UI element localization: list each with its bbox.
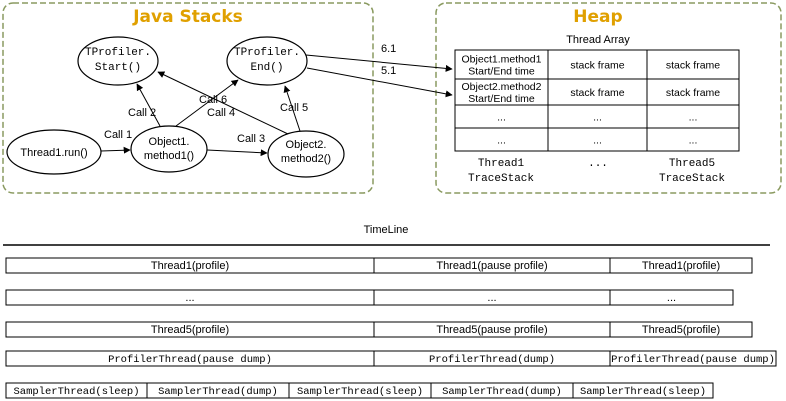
timeline-segment-label: Thread1(profile) [642, 260, 720, 272]
node-object2-method2: Object2. method2() [267, 130, 345, 178]
timeline-rows: Thread1(profile) Thread1(pause profile) Th… [5, 257, 777, 399]
arrow-call6 [175, 79, 239, 127]
timeline-segment-label: ProfilerThread(pause dump) [611, 354, 775, 366]
label-call1: Call 1 [104, 129, 132, 141]
timeline-segment-label: ... [487, 292, 496, 304]
node-tprofiler-end-line1: TProfiler. [234, 47, 300, 59]
thread-array-cell [547, 78, 648, 106]
thread-array-cell [646, 78, 740, 106]
label-call4: Call 4 [207, 107, 235, 119]
timeline-label: TimeLine [364, 224, 409, 236]
node-tprofiler-end: TProfiler. End() [226, 36, 308, 86]
timeline-segment-label: Thread1(profile) [151, 260, 229, 272]
node-object2-line2: method2() [281, 153, 331, 165]
timeline-segment [609, 321, 753, 338]
node-tprofiler-start-line2: Start() [95, 62, 141, 74]
heap-title: Heap [573, 7, 622, 27]
thread-array-cell-text: Start/End time [468, 66, 535, 78]
thread-array-caption: Thread Array [566, 34, 630, 46]
node-object1-line1: Object1. [149, 136, 190, 148]
label-5-1: 5.1 [381, 65, 396, 77]
arrow-call5 [283, 85, 301, 132]
thread-array-cell [547, 49, 648, 80]
timeline-segment [609, 257, 753, 274]
thread-array-cell-text: ... [497, 135, 506, 147]
timeline-segment-label: ... [185, 292, 194, 304]
label-call6: Call 6 [199, 94, 227, 106]
thread-array-cell-text: stack frame [666, 87, 720, 99]
timeline-segment-label: Thread5(pause profile) [436, 324, 547, 336]
timeline-segment-label: ... [667, 292, 676, 304]
thread-array-cell [454, 78, 549, 106]
timeline-segment-label: ProfilerThread(pause dump) [108, 354, 272, 366]
call-labels: Call 1 Call 2 Call 6 Call 4 Call 5 Call … [104, 43, 396, 145]
node-tprofiler-end-line2: End() [250, 62, 283, 74]
footer-thread5: Thread5 [669, 158, 715, 170]
label-call3: Call 3 [237, 133, 265, 145]
thread-array-footer: Thread1 TraceStack ... Thread5 TraceStac… [468, 158, 725, 185]
arrow-call1 [100, 146, 131, 154]
thread-array-cell-text: Object1.method1 [462, 54, 542, 66]
timeline-segment-label: Thread1(pause profile) [436, 260, 547, 272]
node-thread1-run: Thread1.run() [6, 129, 102, 175]
timeline-segment-label: SamplerThread(sleep) [297, 386, 423, 398]
footer-thread1-tracestack: TraceStack [468, 173, 534, 185]
timeline-segment [609, 289, 734, 306]
timeline-segment-label: SamplerThread(dump) [158, 386, 278, 398]
thread-array-cell-text: stack frame [570, 87, 624, 99]
thread-array-cell-text: ... [689, 135, 698, 147]
node-thread1-run-label: Thread1.run() [20, 147, 87, 159]
thread-array-cell-text: stack frame [570, 60, 624, 72]
timeline-segment-label: Thread5(profile) [642, 324, 720, 336]
thread-array-cell-text: stack frame [666, 60, 720, 72]
java-stacks-title: Java Stacks [132, 7, 243, 27]
node-tprofiler-start: TProfiler. Start() [77, 36, 159, 86]
thread-array-cell-text: ... [497, 112, 506, 124]
timeline-segment-label: SamplerThread(sleep) [580, 386, 706, 398]
label-call5: Call 5 [280, 102, 308, 114]
footer-ellipsis: ... [588, 158, 608, 170]
arrow-6-1 [305, 54, 453, 72]
timeline-segment-label: SamplerThread(dump) [442, 386, 562, 398]
label-call2: Call 2 [128, 107, 156, 119]
arrow-call3 [206, 149, 268, 157]
thread-array-cell-text: ... [593, 135, 602, 147]
thread-array-cell-text: Start/End time [468, 93, 535, 105]
timeline-segment-label: SamplerThread(sleep) [13, 386, 139, 398]
footer-thread5-tracestack: TraceStack [659, 173, 725, 185]
thread-array-cell [454, 49, 549, 80]
timeline-segment [572, 382, 714, 399]
thread-array-cell-text: ... [689, 112, 698, 124]
node-object1-line2: method1() [144, 150, 194, 162]
timeline-segment [609, 350, 777, 367]
arrow-5-1 [306, 67, 453, 98]
footer-thread1: Thread1 [478, 158, 525, 170]
thread-array-cell-text: ... [593, 112, 602, 124]
thread-array-cell-text: Object2.method2 [462, 81, 542, 93]
timeline: TimeLine Thread1(profile) Thread1(pause p… [3, 224, 777, 399]
node-object1-method1: Object1. method1() [130, 125, 208, 173]
timeline-segment-label: ProfilerThread(dump) [429, 354, 555, 366]
node-tprofiler-start-line1: TProfiler. [85, 47, 151, 59]
node-object2-line1: Object2. [286, 139, 327, 151]
timeline-segment-label: Thread5(profile) [151, 324, 229, 336]
arrow-call2 [136, 83, 161, 127]
call-arrows [100, 54, 453, 157]
thread-array-cell [646, 127, 740, 152]
arrow-call4 [157, 71, 289, 135]
label-6-1: 6.1 [381, 43, 396, 55]
